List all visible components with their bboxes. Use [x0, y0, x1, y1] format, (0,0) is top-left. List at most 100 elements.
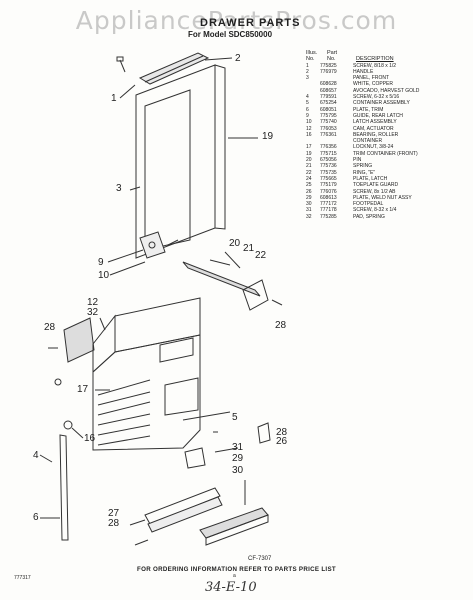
- parts-row: 25 775179 TOEPLATE GUARD: [306, 182, 468, 188]
- part-illus-no: 12: [306, 125, 312, 132]
- front-panel-part: [129, 64, 258, 259]
- part-illus-no: 9: [306, 112, 309, 119]
- part-number: 775740: [320, 119, 337, 126]
- part-description: BEARING, ROLLER: [353, 131, 399, 138]
- part-number: 777178: [320, 207, 337, 214]
- part-illus-no: 29: [306, 194, 312, 201]
- callout-19: 19: [262, 131, 274, 142]
- container-assembly: [92, 297, 231, 451]
- callout-12: 12: [87, 297, 99, 308]
- part-number: 776979: [320, 68, 337, 75]
- part-number: 775715: [320, 150, 337, 157]
- parts-row: 608628 WHITE, COPPER: [306, 81, 468, 87]
- header-illus: Illus.: [306, 50, 318, 56]
- part-description: AVOCADO, HARVEST GOLD: [353, 87, 420, 94]
- screw-1: [116, 56, 136, 99]
- part-description: CONTAINER ASSEMBLY: [353, 100, 410, 107]
- parts-row: 21 775736 SPRING: [306, 163, 468, 169]
- part-number: 775736: [320, 163, 337, 170]
- callout-30: 30: [232, 465, 244, 476]
- part-number: 776076: [320, 188, 337, 195]
- part-illus-no: 19: [306, 150, 312, 157]
- part-number: 776361: [320, 131, 337, 138]
- parts-list-header-1: Illus. Part: [306, 50, 468, 56]
- part-description: HANDLE: [353, 68, 374, 75]
- part-description: PANEL, FRONT: [353, 75, 390, 82]
- parts-row: 26 776076 SCREW, 8x 1/2 AB: [306, 189, 468, 195]
- callout-22: 22: [255, 250, 267, 261]
- part-number: 775795: [320, 112, 337, 119]
- callout-29: 29: [232, 453, 244, 464]
- part-number: 776356: [320, 144, 337, 151]
- part-description: PLATE, LATCH: [353, 175, 388, 182]
- cf-code: CF-7307: [248, 556, 272, 562]
- part-illus-no: 1: [306, 62, 309, 69]
- part-illus-no: 30: [306, 201, 312, 208]
- part-illus-no: 24: [306, 175, 312, 182]
- part-description: LATCH ASSEMBLY: [353, 119, 397, 126]
- part-description: SPRING: [353, 163, 373, 170]
- parts-row: 3 PANEL, FRONT: [306, 75, 468, 81]
- part-description: PIN: [353, 157, 362, 164]
- parts-row: 19 775715 TRIM CONTAINER (FRONT): [306, 151, 468, 157]
- part-illus-no: 26: [306, 188, 312, 195]
- callout-9: 9: [98, 257, 104, 268]
- callout-4: 4: [33, 450, 39, 461]
- part-description: TRIM CONTAINER (FRONT): [353, 150, 418, 157]
- header-no: No.: [306, 56, 315, 63]
- part-illus-no: 3: [306, 75, 309, 82]
- part-illus-no: 25: [306, 182, 312, 189]
- part-description: PLATE, WELD NUT ASSY: [353, 194, 412, 201]
- rear-latch-guide: [107, 231, 179, 276]
- part-number: 777172: [320, 201, 337, 208]
- callout-31: 31: [232, 442, 244, 453]
- callout-26: 26: [276, 436, 288, 447]
- callout-28-d: 28: [108, 518, 120, 529]
- callout-28-b: 28: [44, 322, 56, 333]
- part-number: 608051: [320, 106, 337, 113]
- latch-assembly: [182, 251, 283, 311]
- part-illus-no: 21: [306, 163, 312, 170]
- callout-10: 10: [98, 270, 110, 281]
- part-number: 776053: [320, 125, 337, 132]
- callout-27: 27: [108, 508, 120, 519]
- part-illus-no: 6: [306, 106, 309, 113]
- part-number: 775179: [320, 182, 337, 189]
- ordering-note: FOR ORDERING INFORMATION REFER TO PARTS …: [137, 566, 336, 573]
- callout-2: 2: [235, 53, 241, 64]
- part-illus-no: 31: [306, 207, 312, 214]
- roller-bearing: [54, 378, 110, 439]
- part-number: 775825: [320, 62, 337, 69]
- page-title: DRAWER PARTS: [200, 17, 301, 29]
- part-description: WHITE, COPPER: [353, 81, 394, 88]
- part-illus-no: 17: [306, 144, 312, 151]
- callout-28-c: 28: [276, 427, 288, 438]
- part-description: TOEPLATE GUARD: [353, 182, 399, 189]
- part-description: PAD, SPRING: [353, 213, 385, 220]
- callout-32: 32: [87, 307, 99, 318]
- plate-weld-nut: [184, 422, 271, 469]
- part-description: FOOTPEDAL: [353, 201, 384, 208]
- part-description: PLATE, TRIM: [353, 106, 384, 113]
- part-number: 608628: [320, 81, 337, 88]
- part-description: SCREW, 6-32 x 5/16: [353, 94, 400, 101]
- callout-5: 5: [232, 412, 238, 423]
- part-description: SCREW, 8x 1/2 AB: [353, 188, 396, 195]
- part-description: GUIDE, REAR LATCH: [353, 112, 403, 119]
- callout-6: 6: [33, 512, 39, 523]
- handle-part: [138, 52, 233, 85]
- parts-row: CONTAINER: [306, 138, 468, 144]
- parts-list-header-2: No. No. DESCRIPTION: [306, 56, 468, 62]
- part-description: CONTAINER: [353, 138, 383, 145]
